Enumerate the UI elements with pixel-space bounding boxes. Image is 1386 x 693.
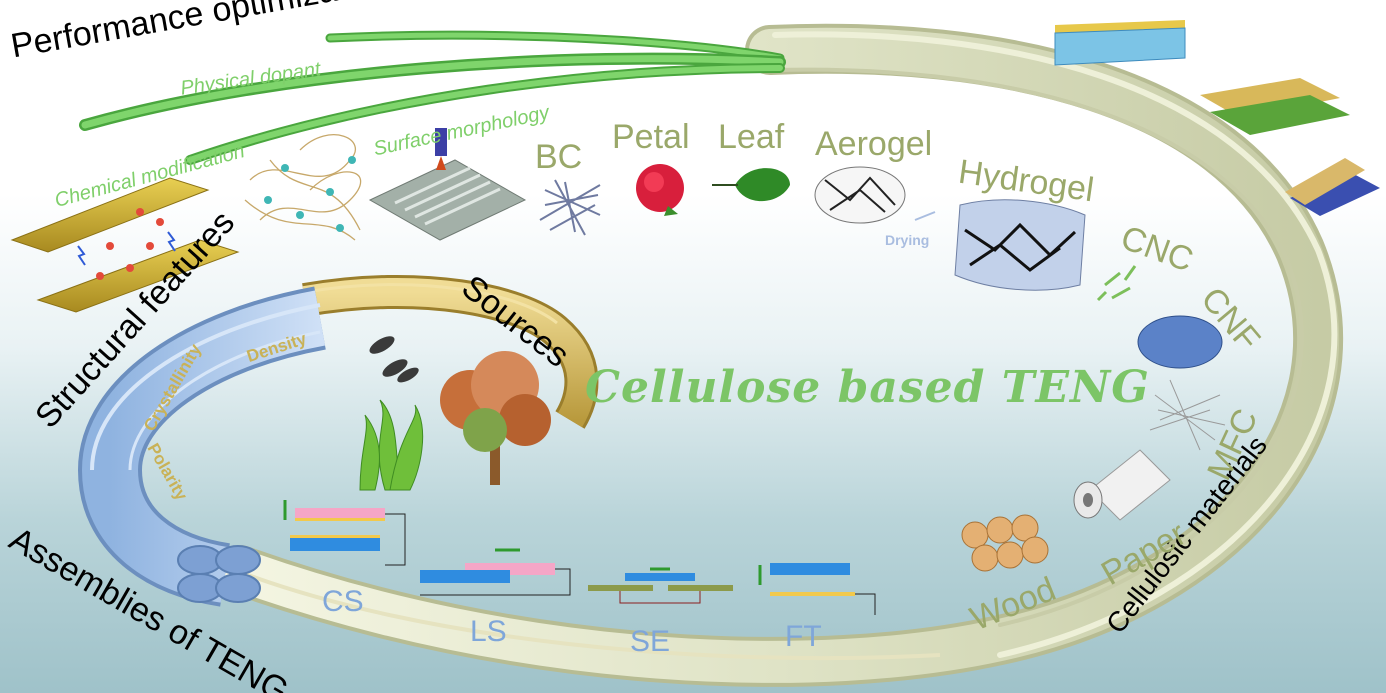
material-leaf: Leaf: [718, 118, 785, 156]
cellulosic-tail: [239, 570, 941, 661]
tree-icon: [440, 351, 551, 485]
blue-bundle-end: [177, 545, 261, 603]
performance-branches: [79, 30, 786, 165]
aerogel-icon: [814, 166, 906, 224]
stacked-film-3: [1285, 158, 1380, 216]
stacked-film-1: [1054, 20, 1186, 66]
material-bc: BC: [535, 138, 583, 176]
assemblies-band: [77, 286, 327, 607]
drying-label: Drying: [885, 232, 930, 248]
cellulosic-band: [215, 23, 1343, 687]
ft-mode-schematic: [758, 563, 876, 615]
mode-ls: LS: [470, 615, 507, 648]
sources-band: [302, 274, 599, 429]
paper-roll-icon: [1073, 449, 1171, 521]
bc-mesh-icon: [539, 179, 601, 236]
mode-cs: CS: [322, 585, 364, 618]
mfc-fibers-icon: [1149, 379, 1226, 451]
ls-mode-schematic: [420, 548, 571, 596]
hydrogel-icon: [954, 199, 1086, 291]
mode-ft: FT: [785, 620, 822, 653]
material-aerogel: Aerogel: [815, 125, 933, 163]
drying-arrow: [914, 211, 936, 221]
rose-petal-icon: [636, 164, 684, 216]
se-mode-schematic: [588, 567, 733, 604]
main-title: Cellulose based TENG: [585, 362, 1150, 413]
cnc-icon: [1096, 265, 1137, 302]
cs-mode-schematic: [283, 500, 406, 566]
charged-plates-illustration: [10, 177, 240, 313]
wood-logs-icon: [961, 514, 1049, 572]
cnf-disk-icon: [1137, 315, 1223, 369]
fiber-network-illustration: [244, 134, 362, 241]
material-petal: Petal: [612, 118, 690, 156]
mode-se: SE: [630, 625, 671, 658]
bacteria-icon: [369, 336, 419, 383]
leaf-icon: [712, 168, 790, 202]
seaweed-icon: [359, 399, 424, 491]
surface-morphology-illustration: [368, 128, 527, 241]
stacked-film-2: [1200, 78, 1350, 135]
